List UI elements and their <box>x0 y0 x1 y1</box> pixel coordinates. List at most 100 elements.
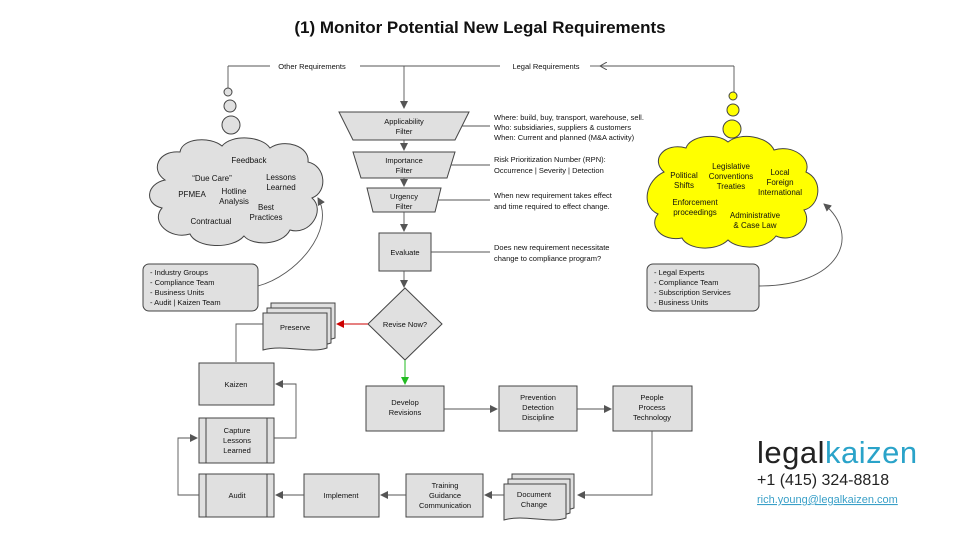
cloud-enforcement-1: Enforcement <box>672 198 718 207</box>
people-label-1: People <box>640 393 663 402</box>
right-source-2: - Compliance Team <box>654 278 718 287</box>
people-label-2: Process <box>638 403 665 412</box>
cloud-hotline-2: Analysis <box>219 197 249 206</box>
legal-requirements-label: Legal Requirements <box>512 62 579 71</box>
capture-to-kaizen-arrow <box>274 380 297 439</box>
cloud-local-1: Local <box>770 168 789 177</box>
urgency-note-1: When new requirement takes effect <box>494 191 613 200</box>
develop-revisions-label-1: Develop <box>391 398 419 407</box>
applicability-filter-label-2: Filter <box>396 127 413 136</box>
capture-label-3: Learned <box>223 446 251 455</box>
right-source-1: - Legal Experts <box>654 268 705 277</box>
left-sources-box <box>142 263 259 312</box>
audit-to-capture-arrow <box>177 434 199 496</box>
page-title: (1) Monitor Potential New Legal Requirem… <box>294 18 665 37</box>
audit-box <box>198 473 275 518</box>
people-to-document-arrow <box>577 431 653 499</box>
prevention-label-3: Discipline <box>522 413 554 422</box>
cloud-local-3: International <box>758 188 802 197</box>
people-process-box <box>612 385 693 432</box>
brand-email-link[interactable]: rich.young@legalkaizen.com <box>757 494 898 506</box>
kaizen-box <box>198 362 275 406</box>
revise-now-label: Revise Now? <box>383 320 427 329</box>
urgency-filter <box>366 187 442 213</box>
develop-revisions-label-2: Revisions <box>389 408 422 417</box>
capture-label-1: Capture <box>224 426 251 435</box>
document-change-label-2: Change <box>521 500 547 509</box>
cloud-administrative-1: Administrative <box>730 211 781 220</box>
capture-label-2: Lessons <box>223 436 251 445</box>
importance-filter-label-1: Importance <box>385 156 423 165</box>
evaluate-note-2: change to compliance program? <box>494 254 601 263</box>
cloud-pfmea: PFMEA <box>178 190 206 199</box>
applicability-note-1: Where: build, buy, transport, warehouse,… <box>494 113 644 122</box>
audit-label: Audit <box>228 491 246 500</box>
applicability-note-2: Who: subsidiaries, suppliers & customers <box>494 123 631 132</box>
cloud-local-2: Foreign <box>766 178 793 187</box>
importance-filter-label-2: Filter <box>396 166 413 175</box>
cloud-political-2: Shifts <box>674 181 694 190</box>
brand-logo: legalkaizen <box>757 435 918 470</box>
importance-note-2: Occurrence | Severity | Detection <box>494 166 604 175</box>
people-label-3: Technology <box>633 413 671 422</box>
left-source-2: - Compliance Team <box>150 278 214 287</box>
cloud-best-2: Practices <box>250 213 283 222</box>
cloud-legislative-1: Legislative <box>712 162 750 171</box>
cloud-legislative-3: Treaties <box>717 182 746 191</box>
left-source-1: - Industry Groups <box>150 268 208 277</box>
evaluate-label: Evaluate <box>390 248 419 257</box>
capture-lessons-box <box>198 417 275 464</box>
cloud-political-1: Political <box>670 171 698 180</box>
cloud-legislative-2: Conventions <box>709 172 753 181</box>
right-thought-bubbles <box>722 91 742 139</box>
brand-phone: +1 (415) 324-8818 <box>757 472 889 489</box>
preserve-to-kaizen-line <box>235 323 263 362</box>
prevention-box <box>498 385 578 432</box>
right-sources-arrow <box>758 203 843 287</box>
urgency-filter-label-2: Filter <box>396 202 413 211</box>
cloud-lessons-2: Learned <box>266 183 295 192</box>
left-source-4: - Audit | Kaizen Team <box>150 298 221 307</box>
left-thought-bubbles <box>221 87 241 135</box>
training-label-1: Training <box>432 481 459 490</box>
training-label-3: Communication <box>419 501 471 510</box>
implement-box <box>303 473 380 518</box>
right-source-4: - Business Units <box>654 298 708 307</box>
cloud-administrative-2: & Case Law <box>733 221 776 230</box>
document-change-stack <box>503 473 575 521</box>
left-cloud <box>149 137 324 247</box>
brand-legal: legal <box>757 435 825 470</box>
cloud-feedback: Feedback <box>231 156 267 165</box>
other-requirements-label: Other Requirements <box>278 62 346 71</box>
cloud-hotline-1: Hotline <box>222 187 247 196</box>
right-source-3: - Subscription Services <box>654 288 731 297</box>
note-leaders <box>431 125 490 253</box>
importance-filter <box>352 151 456 179</box>
cloud-best-1: Best <box>258 203 275 212</box>
cloud-contractual: Contractual <box>191 217 232 226</box>
right-cloud <box>646 135 819 249</box>
document-change-label-1: Document <box>517 490 552 499</box>
preserve-document-stack <box>262 302 336 351</box>
training-box <box>405 473 484 518</box>
implement-label: Implement <box>323 491 359 500</box>
training-label-2: Guidance <box>429 491 461 500</box>
cloud-lessons-1: Lessons <box>266 173 296 182</box>
importance-note-1: Risk Prioritization Number (RPN): <box>494 155 606 164</box>
applicability-filter <box>338 111 470 141</box>
top-connectors <box>227 66 735 109</box>
preserve-label: Preserve <box>280 323 310 332</box>
cloud-enforcement-2: proceedings <box>673 208 717 217</box>
urgency-filter-label-1: Urgency <box>390 192 418 201</box>
urgency-note-2: and time required to effect change. <box>494 202 610 211</box>
prevention-label-1: Prevention <box>520 393 556 402</box>
develop-revisions-box <box>365 385 445 432</box>
right-sources-box <box>646 263 760 312</box>
evaluate-note-1: Does new requirement necessitate <box>494 243 609 252</box>
left-source-3: - Business Units <box>150 288 204 297</box>
prevention-label-2: Detection <box>522 403 554 412</box>
cloud-due-care: “Due Care” <box>192 174 232 183</box>
applicability-note-3: When: Current and planned (M&A activity) <box>494 133 635 142</box>
left-sources-arrow <box>257 197 325 287</box>
brand-kaizen: kaizen <box>825 435 918 470</box>
